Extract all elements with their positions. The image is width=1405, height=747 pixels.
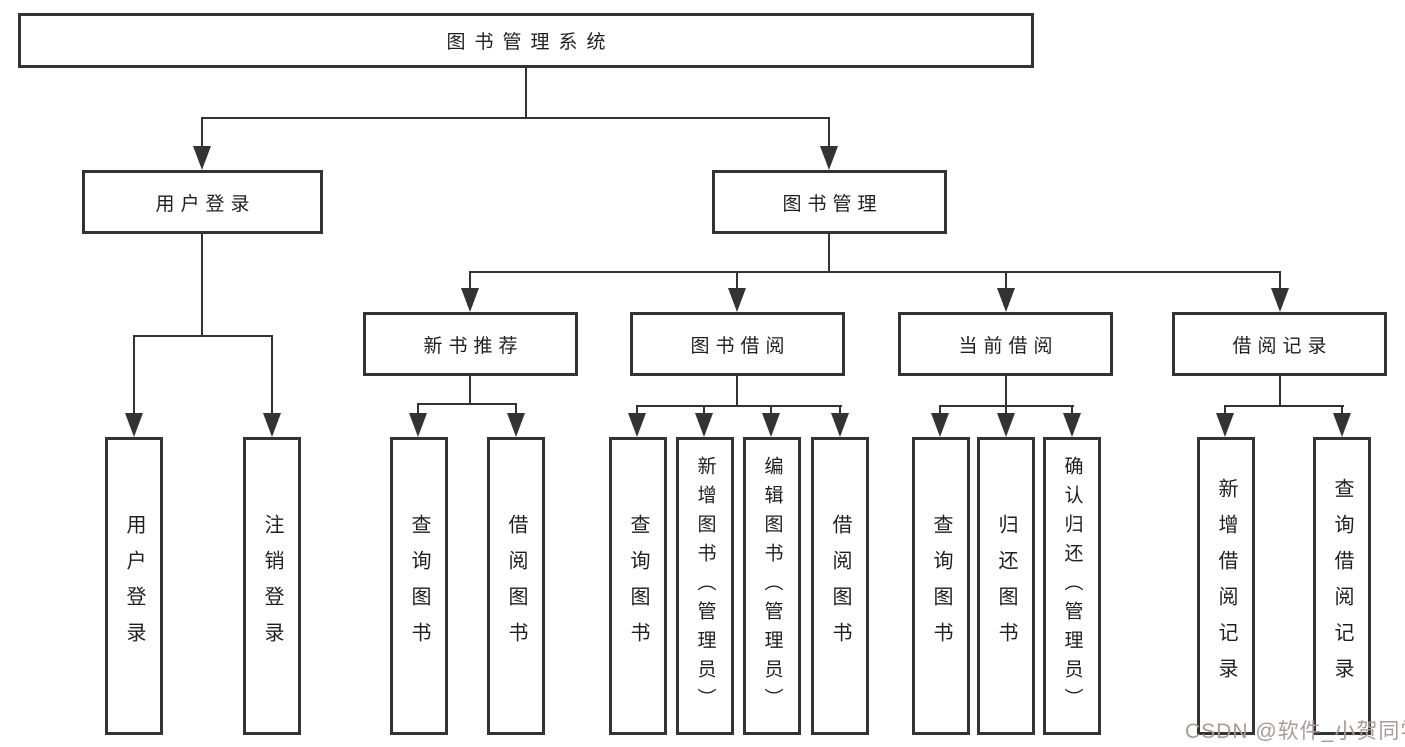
connector-l3-drop-3: [1005, 271, 1007, 290]
arrow-down-current-borrowing: [997, 288, 1015, 312]
box-leaf-logout: 注销登录: [243, 437, 301, 735]
leaf-user-login-label: 用户登录: [123, 514, 145, 658]
box-new-book-recommend: 新书推荐: [363, 312, 578, 376]
connector-current-stem: [1005, 374, 1007, 407]
leaf-bb-borrow-books-label: 借阅图书: [829, 514, 851, 658]
connector-bb-query-drop: [636, 405, 638, 415]
arrow-down-cb-return: [997, 413, 1015, 437]
connector-leaf-login-drop: [133, 335, 135, 415]
box-leaf-bb-edit-books-admin: 编辑图书（管理员）: [743, 437, 801, 735]
arrow-down-rr-query: [1333, 413, 1351, 437]
leaf-bb-query-books-label: 查询图书: [627, 514, 649, 658]
user-login-label: 用户登录: [155, 193, 256, 215]
box-leaf-rr-query-record: 查询借阅记录: [1313, 437, 1371, 735]
connector-records-stem: [1279, 374, 1281, 407]
leaf-rec-borrow-books-label: 借阅图书: [505, 514, 527, 658]
arrow-down-cb-query: [931, 413, 949, 437]
arrow-down-bb-add: [695, 413, 713, 437]
book-borrowing-label: 图书借阅: [690, 335, 791, 357]
connector-cb-query-drop: [939, 405, 941, 415]
connector-recommend-crossbar: [417, 403, 517, 405]
arrow-down-bb-edit: [762, 413, 780, 437]
connector-recommend-stem: [469, 374, 471, 405]
connector-cb-return-drop: [1005, 405, 1007, 415]
box-leaf-cb-query-books: 查询图书: [912, 437, 970, 735]
leaf-rr-query-record-label: 查询借阅记录: [1331, 478, 1353, 694]
connector-l3-drop-1: [469, 271, 471, 290]
box-leaf-user-login: 用户登录: [105, 437, 163, 735]
box-book-management: 图书管理: [712, 170, 947, 234]
leaf-rec-query-books-label: 查询图书: [408, 514, 430, 658]
leaf-bb-add-books-admin-label: 新增图书（管理员）: [694, 455, 716, 717]
box-leaf-rec-borrow-books: 借阅图书: [487, 437, 545, 735]
connector-bb-edit-drop: [770, 405, 772, 415]
connector-borrowing-crossbar: [636, 405, 842, 407]
connector-root-stem: [525, 66, 527, 119]
box-leaf-rec-query-books: 查询图书: [390, 437, 448, 735]
connector-book-mgmt-drop: [828, 117, 830, 148]
box-current-borrowing: 当前借阅: [898, 312, 1113, 376]
box-leaf-cb-confirm-return-admin: 确认归还（管理员）: [1043, 437, 1101, 735]
connector-l3-drop-4: [1279, 271, 1281, 290]
arrow-down-bb-borrow: [831, 413, 849, 437]
leaf-cb-query-books-label: 查询图书: [930, 514, 952, 658]
box-library-management-system: 图书管理系统: [18, 13, 1034, 68]
connector-user-login-drop: [201, 117, 203, 148]
connector-user-login-crossbar: [133, 335, 273, 337]
box-leaf-bb-borrow-books: 借阅图书: [811, 437, 869, 735]
leaf-cb-return-books-label: 归还图书: [995, 514, 1017, 658]
connector-records-crossbar: [1224, 405, 1344, 407]
connector-user-login-stem: [201, 232, 203, 337]
borrowing-records-label: 借阅记录: [1232, 335, 1333, 357]
connector-level3-crossbar: [469, 271, 1281, 273]
connector-rec-borrow-drop: [515, 403, 517, 415]
arrow-down-leaf-login: [125, 413, 143, 437]
connector-level2-crossbar: [201, 117, 830, 119]
arrow-down-user-login: [193, 146, 211, 170]
leaf-bb-edit-books-admin-label: 编辑图书（管理员）: [761, 455, 783, 717]
box-leaf-cb-return-books: 归还图书: [977, 437, 1035, 735]
connector-leaf-logout-drop: [271, 335, 273, 415]
connector-rr-add-drop: [1224, 405, 1226, 415]
current-borrowing-label: 当前借阅: [958, 335, 1059, 357]
connector-borrowing-stem: [736, 374, 738, 407]
book-management-label: 图书管理: [782, 193, 883, 215]
arrow-down-rr-add: [1216, 413, 1234, 437]
connector-bb-borrow-drop: [839, 405, 841, 415]
box-leaf-rr-add-record: 新增借阅记录: [1197, 437, 1255, 735]
leaf-logout-label: 注销登录: [261, 514, 283, 658]
arrow-down-new-book-recommend: [461, 288, 479, 312]
csdn-watermark: CSDN @软件_小贺同学: [1185, 720, 1405, 743]
box-book-borrowing: 图书借阅: [630, 312, 845, 376]
connector-rec-query-drop: [417, 403, 419, 415]
box-user-login: 用户登录: [82, 170, 323, 234]
arrow-down-rec-query: [409, 413, 427, 437]
arrow-down-book-borrowing: [728, 288, 746, 312]
box-leaf-bb-query-books: 查询图书: [609, 437, 667, 735]
leaf-rr-add-record-label: 新增借阅记录: [1215, 478, 1237, 694]
arrow-down-bb-query: [628, 413, 646, 437]
arrow-down-rec-borrow: [507, 413, 525, 437]
new-book-recommend-label: 新书推荐: [423, 335, 524, 357]
connector-rr-query-drop: [1341, 405, 1343, 415]
leaf-cb-confirm-return-admin-label: 确认归还（管理员）: [1061, 455, 1083, 717]
arrow-down-cb-confirm: [1063, 413, 1081, 437]
arrow-down-leaf-logout: [263, 413, 281, 437]
connector-bb-add-drop: [703, 405, 705, 415]
box-leaf-bb-add-books-admin: 新增图书（管理员）: [676, 437, 734, 735]
arrow-down-book-mgmt: [820, 146, 838, 170]
root-label: 图书管理系统: [446, 32, 615, 53]
connector-cb-confirm-drop: [1071, 405, 1073, 415]
box-borrowing-records: 借阅记录: [1172, 312, 1387, 376]
connector-book-mgmt-stem: [828, 232, 830, 273]
arrow-down-borrowing-records: [1271, 288, 1289, 312]
connector-l3-drop-2: [736, 271, 738, 290]
